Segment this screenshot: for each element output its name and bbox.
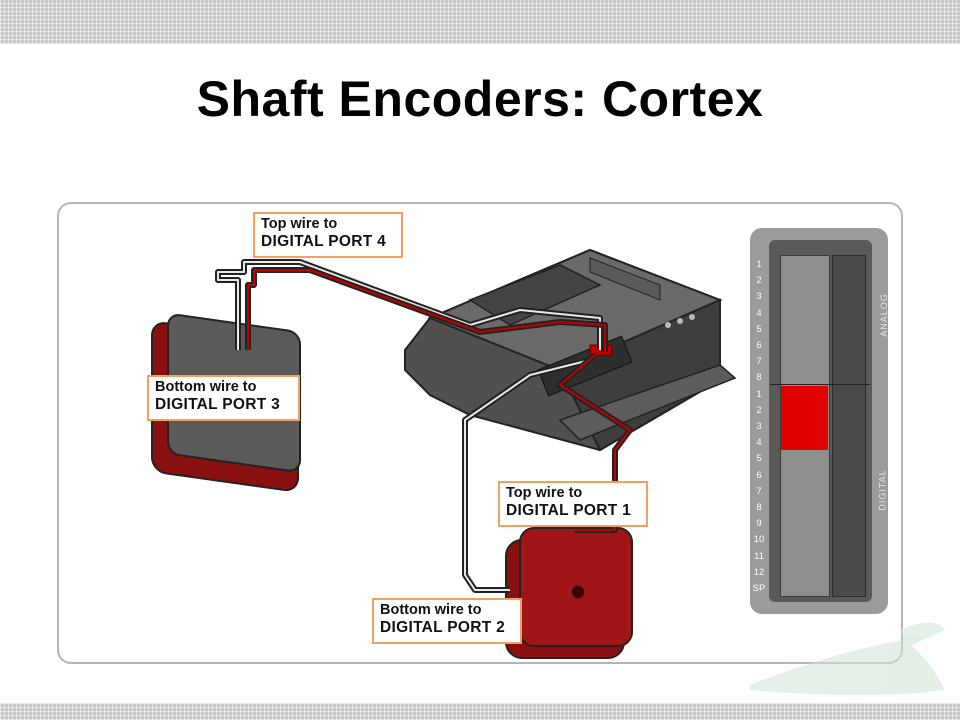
port-number-analog-5: 5 (756, 323, 762, 335)
port-number-digital-11: 11 (754, 550, 764, 562)
port-number-analog-6: 6 (756, 340, 762, 351)
callout-line1: Bottom wire to (155, 379, 257, 395)
bottom-decorative-band (0, 703, 960, 720)
port-slot-column-dark (832, 255, 866, 597)
port-number-digital-9: 9 (756, 518, 762, 530)
analog-label: ANALOG (878, 293, 889, 337)
digital-label: DIGITAL (877, 469, 888, 511)
callout-line1: Bottom wire to (380, 602, 482, 618)
port-number-digital-7: 7 (756, 485, 762, 497)
top-decorative-band (0, 0, 960, 44)
callout-line2: DIGITAL PORT 2 (380, 619, 506, 636)
callout-bottom-wire-port-2: Bottom wire to DIGITAL PORT 2 (372, 598, 522, 644)
port-number-digital-8: 8 (756, 502, 762, 513)
cortex-controller (404, 248, 737, 452)
port-number-digital-5: 5 (756, 453, 762, 465)
port-number-analog-7: 7 (756, 356, 762, 368)
port-number-digital-10: 10 (753, 534, 765, 546)
callout-bottom-wire-port-3: Bottom wire to DIGITAL PORT 3 (147, 375, 300, 421)
shaft-encoder-bottom (505, 527, 633, 659)
callout-line2: DIGITAL PORT 1 (506, 502, 632, 519)
port-number-digital-3: 3 (756, 421, 762, 432)
slide-title: Shaft Encoders: Cortex (196, 71, 764, 127)
port-number-analog-1: 1 (756, 259, 762, 270)
port-number-digital-6: 6 (756, 469, 762, 481)
callout-top-wire-port-1: Top wire to DIGITAL PORT 1 (498, 481, 648, 527)
callout-line2: DIGITAL PORT 3 (155, 396, 281, 413)
callout-top-wire-port-4: Top wire to DIGITAL PORT 4 (253, 212, 403, 258)
port-number-digital-sp: SP (752, 583, 766, 594)
port-number-digital-4: 4 (756, 437, 762, 449)
watermark-logo (750, 622, 945, 695)
group-divider (770, 383, 870, 385)
port-number-digital-1: 1 (756, 388, 762, 400)
port-number-digital-12: 12 (753, 566, 765, 578)
callout-line1: Top wire to (506, 485, 583, 501)
port-number-digital-2: 2 (756, 404, 762, 416)
wires (215, 259, 633, 593)
port-number-analog-2: 2 (756, 275, 762, 287)
port-number-analog-8: 8 (756, 372, 762, 384)
callout-line1: Top wire to (261, 216, 338, 232)
callout-line2: DIGITAL PORT 4 (261, 233, 387, 250)
port-number-analog-4: 4 (756, 307, 762, 319)
highlighted-digital-ports (781, 385, 828, 451)
port-number-analog-3: 3 (756, 291, 762, 303)
